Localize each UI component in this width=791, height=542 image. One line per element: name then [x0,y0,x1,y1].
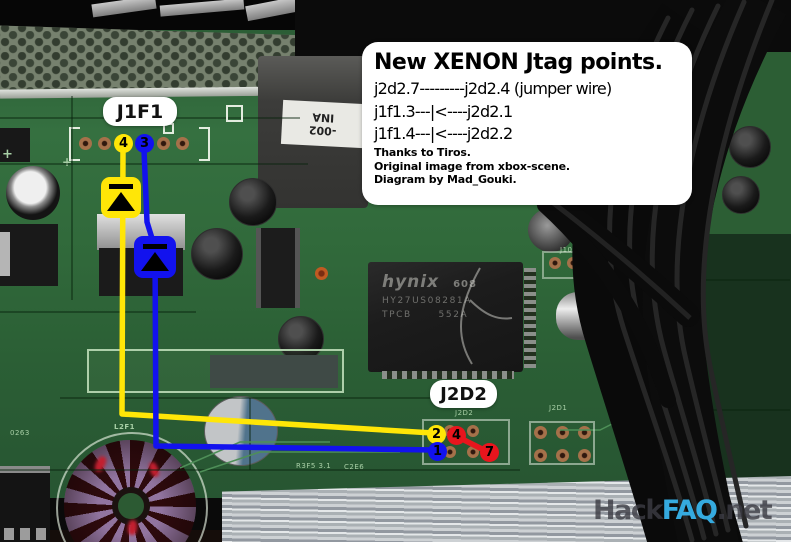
credit-line-3: Diagram by Mad_Gouki. [374,172,517,186]
mosfet-pin [20,528,30,540]
silkscreen-r3f5: R3F5 3.1 [296,462,332,470]
yellow-wire [119,149,434,436]
transistor-tab [0,232,10,276]
watermark-faq: FAQ [661,495,718,526]
capacitor [191,228,243,280]
label-j2d2: J2D2 [430,380,497,408]
point-j2d2-7: 7 [480,443,499,462]
watermark-net: .net [716,495,772,526]
point-j1f1-4: 4 [114,134,133,153]
instruction-box: New XENON Jtag points. j2d2.7---------j2… [362,42,692,205]
silkscreen-0263: 0263 [10,429,30,437]
j1f1-silk-bracket [199,127,210,161]
diode-cathode-bar [143,243,167,249]
plus-silkscreen: + [62,155,73,169]
label-j1f1: J1F1 [103,97,177,126]
point-number: 1 [432,444,443,459]
plus-silkscreen: + [2,147,14,162]
solder-pad [549,257,561,269]
diode-symbol-blue [134,236,176,278]
soic-chip [256,228,300,308]
point-j2d2-1: 1 [428,442,447,461]
solder-pad [556,449,569,462]
solder-pad [578,449,591,462]
mosfet-pin [4,528,14,540]
diode-anode-triangle [141,251,169,271]
solder-pad [98,137,111,150]
point-number: 3 [139,136,150,151]
credit-line-2: Original image from xbox-scene. [374,159,570,173]
silkscreen-j2d2: J2D2 [455,409,474,417]
diode-cathode-bar [109,184,133,189]
silkscreen-l2f1: L2F1 [114,423,135,431]
chip-pins-right [524,268,536,368]
j1f1-silk-bracket [69,127,80,161]
solder-pad [534,426,547,439]
smd-component [0,128,30,162]
solder-pad [79,137,92,150]
capacitor [722,176,760,214]
chip-date-code: TPCB 552A [382,310,469,320]
point-number: 4 [451,428,462,443]
watermark-hack: Hack [593,495,663,526]
jumper-instruction-1: j2d2.7---------j2d2.4 (jumper wire) [374,79,612,98]
capacitor-top-view [6,166,60,220]
solder-pad [157,137,170,150]
credit-line-1: Thanks to Tiros. [374,146,471,160]
point-number: 4 [118,136,129,151]
capacitor [229,178,277,226]
mosfet-pin [36,528,46,540]
jumper-instruction-2: j1f1.3---|<----j2d2.1 [374,101,513,121]
orange-test-point [315,267,328,280]
capacitor [729,126,771,168]
hackfaq-watermark: HackFAQ.net [593,495,773,526]
diode-symbol-yellow [101,177,141,218]
chip-part-number: HY27US08281A [382,296,473,306]
chip-pins-bottom [382,371,514,379]
label-j1f1-text: J1F1 [116,100,164,123]
large-capacitor-top-view [204,396,278,466]
jumper-instruction-3: j1f1.4---|<----j2d2.2 [374,124,513,144]
silkscreen-c2e6: C2E6 [344,463,365,471]
point-j1f1-3: 3 [135,134,154,153]
label-j2d2-text: J2D2 [440,383,487,405]
solder-pad [176,137,189,150]
instruction-title: New XENON Jtag points. [374,50,663,75]
solder-pad [534,449,547,462]
solder-pad [444,446,456,458]
silkscreen-j2d1: J2D1 [549,404,568,412]
solder-pad [467,425,479,437]
diode-anode-triangle [107,192,135,211]
point-number: 2 [431,427,442,442]
point-j2d2-4: 4 [447,426,466,445]
silkscreen-j102: J102 [560,246,578,254]
point-number: 7 [484,445,495,460]
point-j2d2-2: 2 [427,425,446,444]
